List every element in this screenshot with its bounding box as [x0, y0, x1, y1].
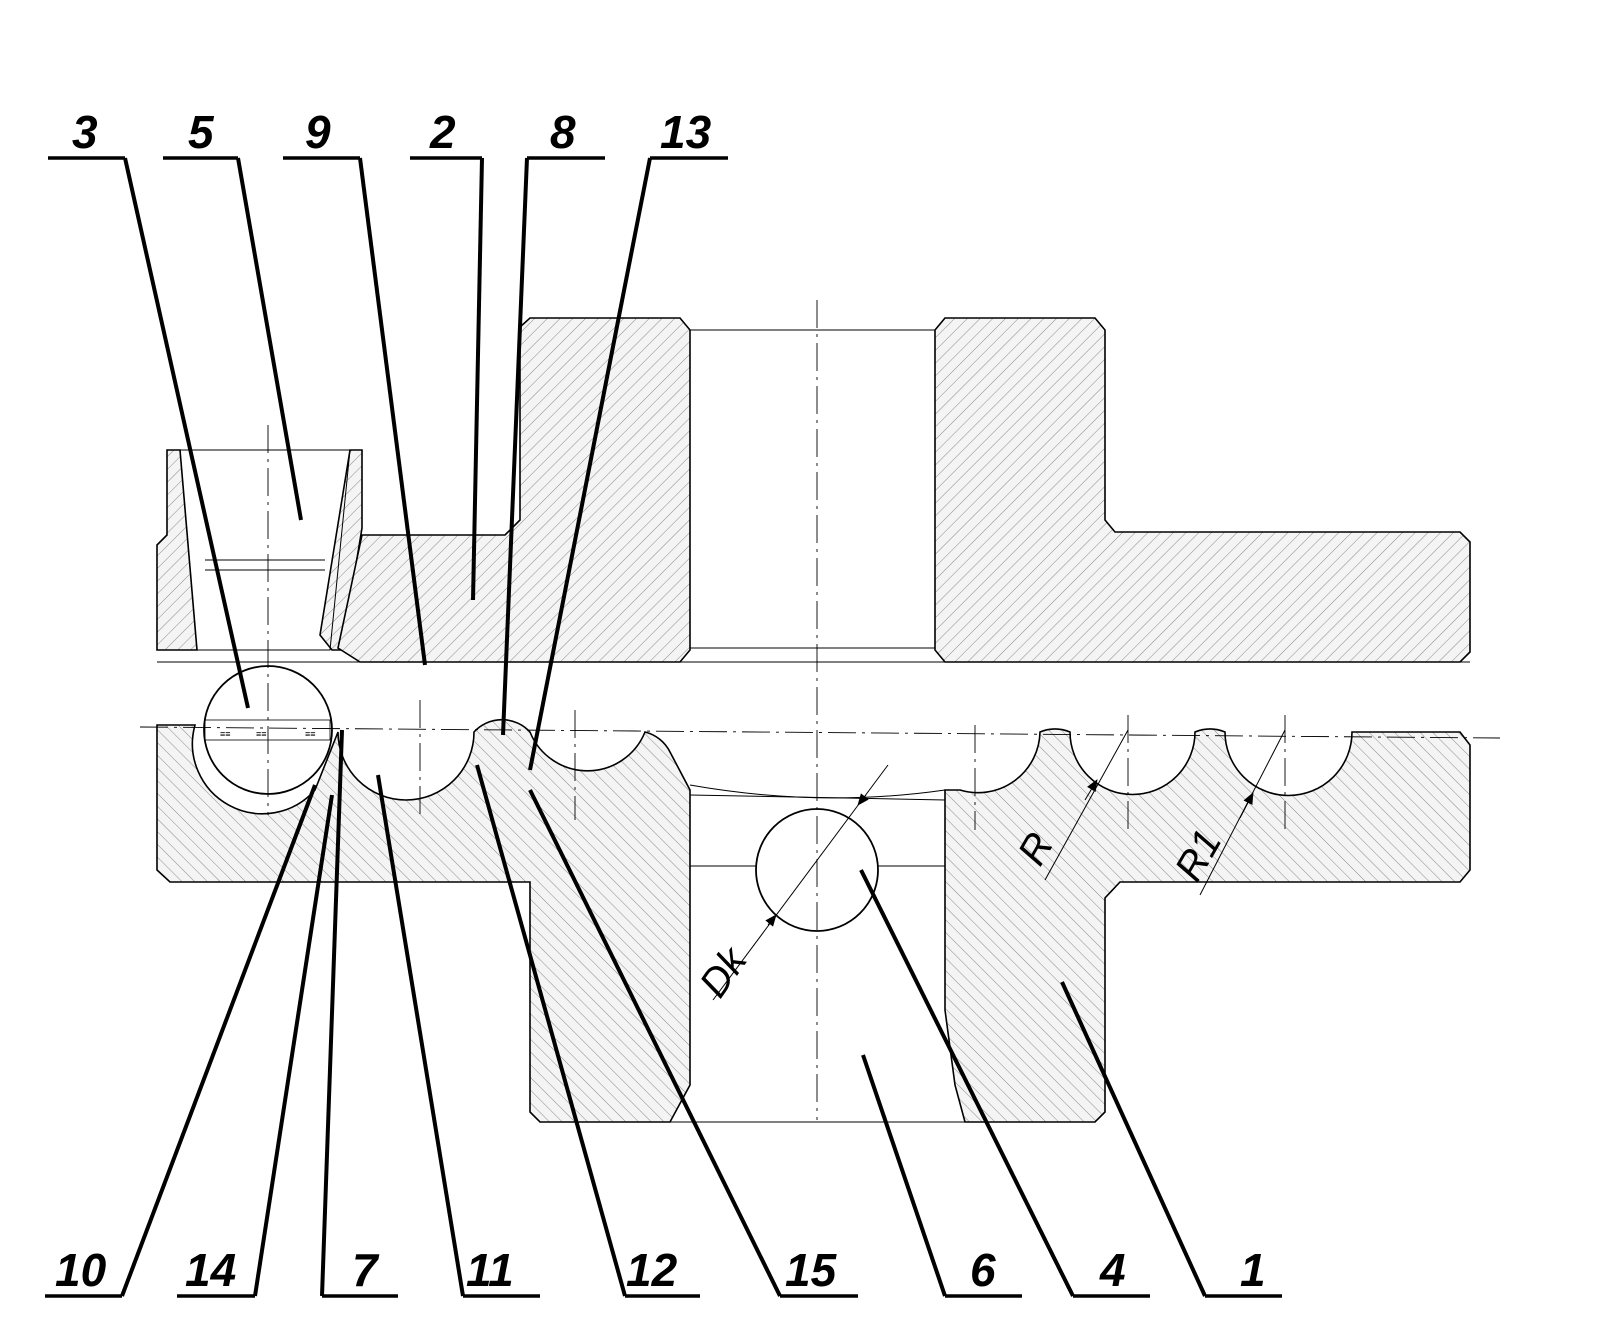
- callout-13: 13: [660, 106, 712, 158]
- center-lines: [139, 300, 1501, 1120]
- top-callouts: 3 5 9 2 8 13: [48, 106, 728, 771]
- callout-15: 15: [785, 1244, 838, 1296]
- callout-1: 1: [1240, 1244, 1266, 1296]
- callout-9: 9: [305, 106, 331, 158]
- upper-body-right: [934, 317, 1471, 663]
- callout-10: 10: [55, 1244, 107, 1296]
- callout-14: 14: [185, 1244, 236, 1296]
- callout-8: 8: [550, 106, 576, 158]
- callout-4: 4: [1099, 1244, 1126, 1296]
- lower-ring-left: [156, 718, 691, 1123]
- callout-5: 5: [188, 106, 215, 158]
- lower-ring: [156, 718, 1471, 1123]
- callout-7: 7: [352, 1244, 380, 1296]
- callout-3: 3: [72, 106, 98, 158]
- callout-11: 11: [466, 1244, 514, 1296]
- ball-diameter-label: Dk: [691, 938, 756, 1005]
- svg-text:≡≡: ≡≡: [220, 729, 231, 739]
- upper-housing: [156, 317, 1471, 663]
- svg-text:≡≡: ≡≡: [305, 729, 316, 739]
- lower-ring-right: [944, 728, 1471, 1123]
- callout-2: 2: [429, 106, 456, 158]
- callout-12: 12: [626, 1244, 678, 1296]
- svg-text:≡≡: ≡≡: [256, 729, 267, 739]
- upper-sleeve-left-wall: [156, 449, 198, 651]
- callout-6: 6: [970, 1244, 996, 1296]
- bottom-callouts: 10 14 7 11 12 15 6 4 1: [45, 729, 1282, 1298]
- oil-hole: [179, 449, 351, 651]
